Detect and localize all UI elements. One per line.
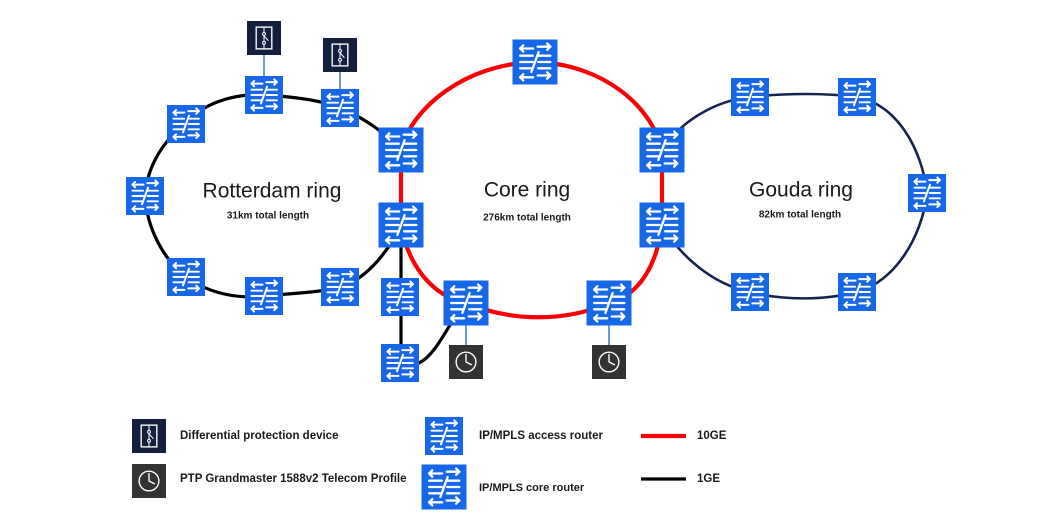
- legend-core-label: IP/MPLS core router: [479, 482, 585, 494]
- ring-title-gouda: Gouda ring: [749, 179, 853, 202]
- access-router-gouda-top-left[interactable]: [731, 78, 769, 116]
- access-router-rotterdam-bot-left[interactable]: [167, 258, 205, 296]
- access-router-rotterdam-bot-right[interactable]: [321, 268, 359, 306]
- core-router-south-west[interactable]: [443, 280, 489, 326]
- core-router-east-bottom[interactable]: [639, 202, 685, 248]
- differential-protection-device-2[interactable]: [323, 38, 357, 72]
- access-router-rotterdam-top-left[interactable]: [167, 105, 205, 143]
- ip-mpls-access-router-icon: [425, 417, 463, 455]
- nodes-layer: [126, 21, 946, 382]
- access-router-gouda-bot-right[interactable]: [838, 273, 876, 311]
- differential-protection-device-icon: [132, 419, 166, 453]
- legend-diff-label: Differential protection device: [180, 430, 338, 442]
- core-router-east-top[interactable]: [639, 127, 685, 173]
- ptp-grandmaster-1[interactable]: [449, 345, 483, 379]
- legend-access-label: IP/MPLS access router: [479, 430, 604, 442]
- access-router-rotterdam-top-right[interactable]: [321, 89, 359, 127]
- ptp-clock-icon: [132, 464, 166, 498]
- legend-ptp-label: PTP Grandmaster 1588v2 Telecom Profile: [180, 473, 407, 485]
- ring-subtitle-gouda: 82km total length: [759, 210, 841, 221]
- ip-mpls-core-router-icon: [421, 464, 467, 510]
- core-router-west-top[interactable]: [378, 127, 424, 173]
- ring-title-rotterdam: Rotterdam ring: [203, 180, 342, 203]
- ptp-grandmaster-2[interactable]: [592, 345, 626, 379]
- ring-subtitle-rotterdam: 31km total length: [227, 211, 309, 222]
- differential-protection-device-1[interactable]: [247, 21, 281, 55]
- core-router-west-bottom[interactable]: [378, 202, 424, 248]
- access-router-stub-upper[interactable]: [381, 278, 419, 316]
- access-router-rotterdam-left[interactable]: [126, 177, 164, 215]
- access-router-rotterdam-top[interactable]: [245, 76, 283, 114]
- ring-title-core: Core ring: [484, 179, 570, 202]
- access-router-gouda-right[interactable]: [908, 174, 946, 212]
- core-router-north[interactable]: [512, 39, 558, 85]
- legend-10ge-label: 10GE: [697, 430, 727, 442]
- legend-1ge-label: 1GE: [697, 473, 720, 485]
- ring-titles-layer: Rotterdam ring 31km total length Core ring…: [203, 179, 853, 224]
- access-router-gouda-bot-left[interactable]: [731, 273, 769, 311]
- access-router-stub-lower[interactable]: [381, 344, 419, 382]
- access-router-gouda-top-right[interactable]: [838, 78, 876, 116]
- ring-subtitle-core: 276km total length: [483, 213, 571, 224]
- access-router-rotterdam-bottom[interactable]: [245, 277, 283, 315]
- core-router-south-east[interactable]: [586, 280, 632, 326]
